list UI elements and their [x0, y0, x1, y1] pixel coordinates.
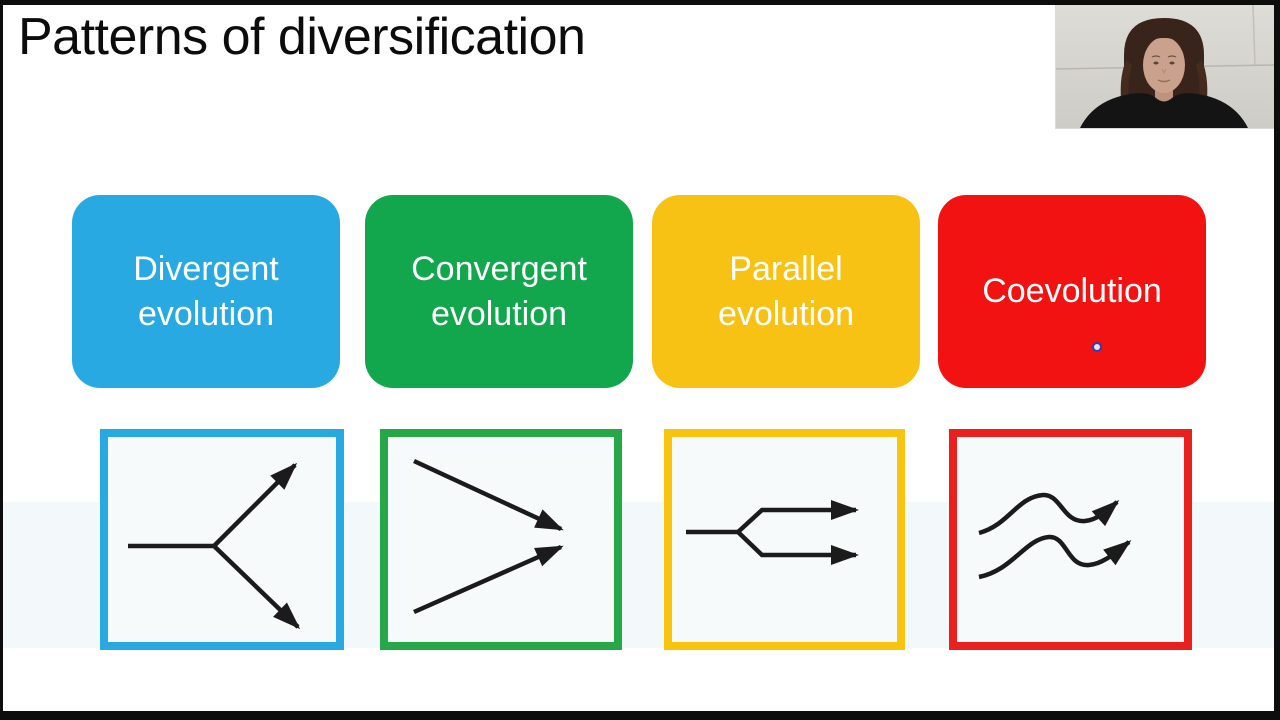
frame-border-right — [1274, 0, 1280, 720]
page-title: Patterns of diversification — [18, 8, 586, 66]
frame-border-left — [0, 0, 3, 720]
card-convergent-evolution: Convergent evolution — [365, 195, 633, 388]
diagram-divergent — [100, 429, 344, 650]
convergent-arrows-icon — [413, 458, 564, 615]
card-label: Convergent evolution — [411, 249, 587, 333]
card-label: Divergent evolution — [133, 249, 279, 333]
card-divergent-evolution: Divergent evolution — [72, 195, 340, 388]
card-label: Parallel evolution — [717, 249, 855, 333]
card-coevolution: Coevolution — [938, 195, 1206, 388]
parallel-arrows-icon — [686, 500, 859, 565]
coevolution-arrows-icon — [978, 492, 1132, 580]
diagram-convergent — [380, 429, 622, 650]
frame-border-top — [0, 0, 1280, 5]
mouse-cursor — [1092, 342, 1102, 352]
divergent-arrows-icon — [128, 462, 301, 630]
diagram-coevolution — [949, 429, 1192, 650]
webcam-overlay — [1056, 5, 1274, 128]
presenter-portrait — [1056, 5, 1274, 128]
diagram-parallel — [664, 429, 905, 650]
frame-border-bottom — [0, 711, 1280, 720]
card-parallel-evolution: Parallel evolution — [652, 195, 920, 388]
card-label: Coevolution — [982, 272, 1162, 311]
